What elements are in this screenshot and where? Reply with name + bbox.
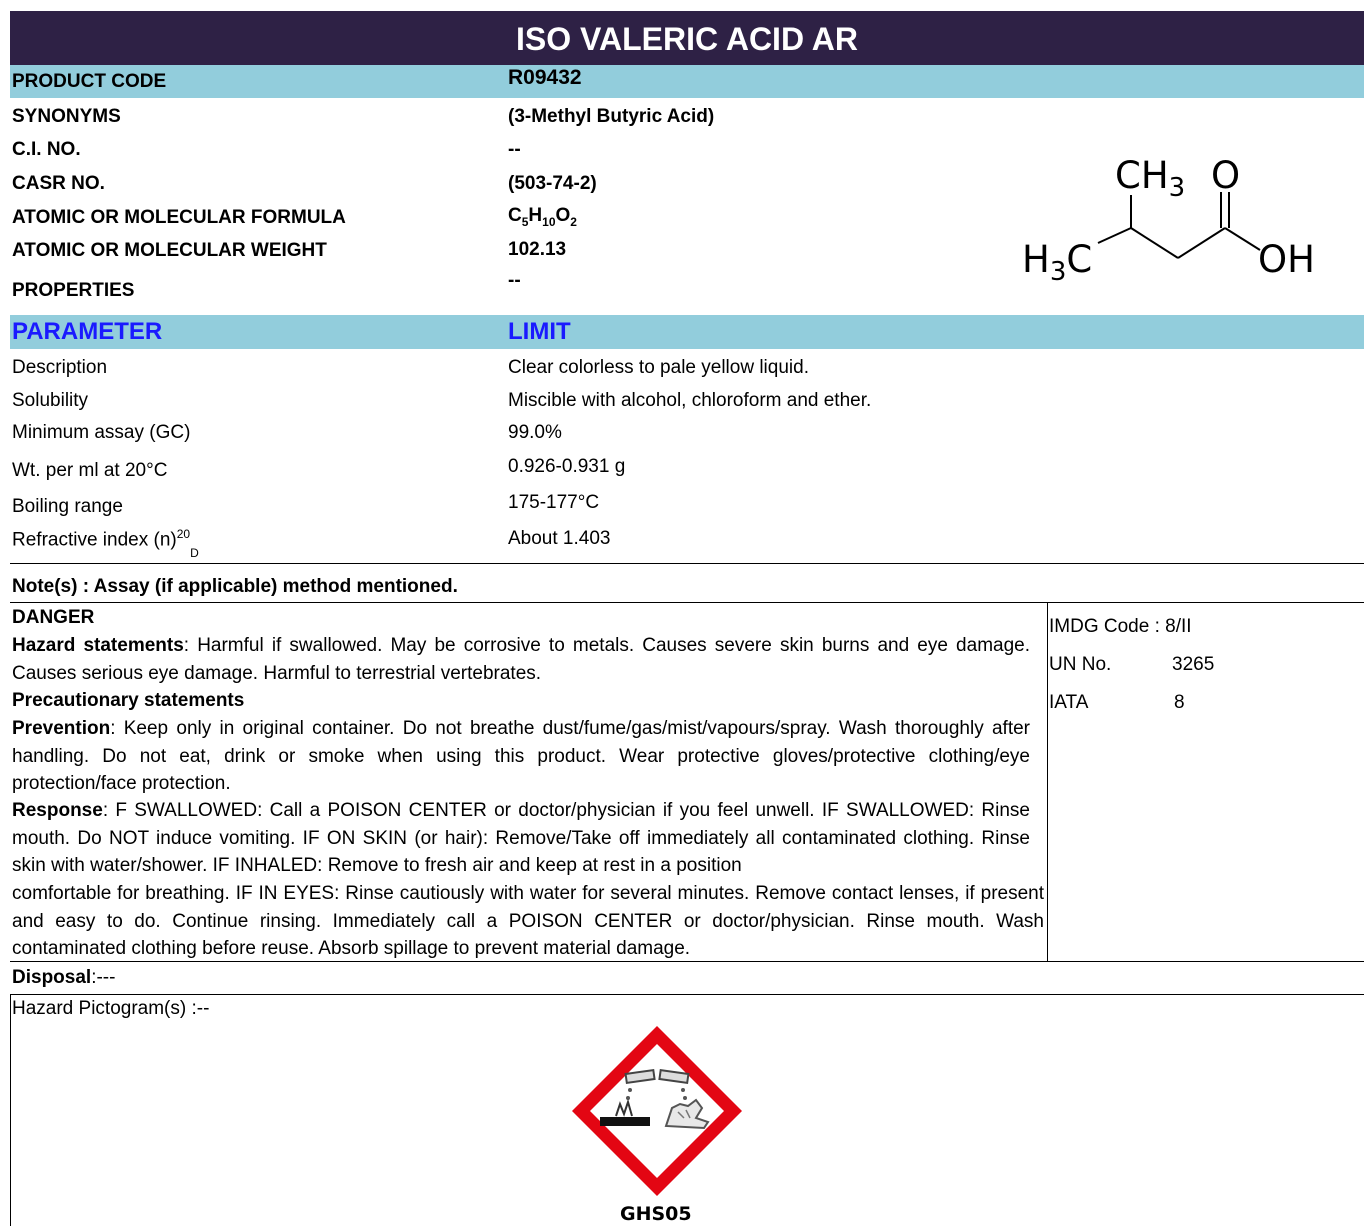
limit-header: LIMIT	[508, 318, 571, 345]
response-label: Response	[12, 800, 103, 821]
bond-5	[1224, 227, 1261, 251]
rule-after-params	[10, 563, 1364, 564]
parameter-header: PARAMETER	[12, 318, 163, 345]
iata-value: 8	[1174, 692, 1185, 713]
imdg-value: 8/II	[1165, 616, 1192, 637]
response-statements-cont: comfortable for breathing. IF IN EYES: R…	[12, 883, 1044, 959]
label-o: O	[1211, 154, 1240, 197]
info-value-weight: 102.13	[508, 239, 567, 260]
transport-divider	[1047, 602, 1048, 961]
info-label-properties: PROPERTIES	[12, 280, 135, 301]
rule-after-disposal	[10, 994, 1364, 995]
product-code-band	[10, 65, 1364, 98]
disposal-label: Disposal	[12, 967, 92, 988]
param-name-boiling: Boiling range	[12, 496, 123, 517]
page-title: ISO VALERIC ACID AR	[10, 11, 1364, 65]
rule-before-disposal	[10, 961, 1364, 962]
info-value-properties: --	[508, 270, 521, 291]
param-name-weight: Wt. per ml at 20°C	[12, 460, 168, 481]
hazard-statements-text: : Harmful if swallowed. May be corrosive…	[12, 635, 1030, 684]
imdg-label: IMDG Code :	[1049, 616, 1160, 637]
param-name-solubility: Solubility	[12, 390, 89, 411]
ghs05-code: GHS05	[620, 1203, 692, 1225]
refractive-label: Refractive index (n)	[12, 529, 177, 551]
danger-label: DANGER	[12, 607, 95, 628]
precautionary-label: Precautionary statements	[12, 690, 245, 711]
prevention-statements: Prevention: Keep only in original contai…	[12, 715, 1030, 798]
info-value-synonyms: (3-Methyl Butyric Acid)	[508, 106, 715, 127]
un-no-value: 3265	[1172, 654, 1215, 675]
param-limit-assay: 99.0%	[508, 422, 562, 443]
ghs05-corrosion-icon	[572, 1026, 742, 1196]
param-limit-solubility: Miscible with alcohol, chloroform and et…	[508, 390, 872, 411]
iata-label: IATA	[1049, 692, 1089, 713]
bond-1	[1097, 227, 1132, 244]
molecular-structure: CH3 O H3C OH	[1022, 154, 1315, 287]
formula-c: C	[508, 205, 522, 226]
bond-3	[1130, 227, 1179, 259]
param-limit-refractive: About 1.403	[508, 528, 611, 549]
info-value-formula: C5H10O2	[508, 205, 577, 229]
un-no-label: UN No.	[1049, 654, 1112, 675]
response-statements: Response: F SWALLOWED: Call a POISON CEN…	[12, 797, 1030, 880]
formula-c-count: 5	[521, 214, 529, 229]
param-name-assay: Minimum assay (GC)	[12, 422, 191, 443]
info-label-formula: ATOMIC OR MOLECULAR FORMULA	[12, 207, 346, 228]
param-limit-boiling: 175-177°C	[508, 492, 600, 513]
refractive-sub: D	[190, 546, 199, 561]
label-ch3: CH3	[1115, 154, 1185, 203]
hazard-pictogram-label: Hazard Pictogram(s) :--	[12, 998, 210, 1019]
formula-o-count: 2	[570, 214, 577, 229]
prevention-text: : Keep only in original container. Do no…	[12, 718, 1030, 794]
info-label-synonyms: SYNONYMS	[12, 106, 121, 127]
parameter-header-band	[10, 315, 1364, 349]
disposal-row: Disposal:---	[12, 967, 115, 989]
info-label-casr-no: CASR NO.	[12, 173, 105, 194]
note-text: Note(s) : Assay (if applicable) method m…	[12, 576, 458, 597]
label-oh: OH	[1258, 238, 1315, 281]
param-limit-weight: 0.926-0.931 g	[508, 456, 626, 477]
imdg-code: IMDG Code : 8/II	[1049, 616, 1192, 638]
left-border	[10, 994, 11, 1226]
info-label-product-code: PRODUCT CODE	[12, 71, 167, 92]
response-text-1: : F SWALLOWED: Call a POISON CENTER or d…	[12, 800, 1030, 876]
formula-h: H	[528, 205, 543, 226]
product-code-band-gap	[422, 98, 1047, 100]
formula-h-count: 10	[542, 214, 556, 229]
param-name-description: Description	[12, 357, 108, 378]
info-value-ci-no: --	[508, 139, 521, 160]
info-label-ci-no: C.I. NO.	[12, 139, 81, 160]
info-value-casr-no: (503-74-2)	[508, 173, 597, 194]
param-name-refractive: Refractive index (n)20D	[12, 527, 199, 560]
hazard-statements-label: Hazard statements	[12, 635, 184, 656]
info-label-weight: ATOMIC OR MOLECULAR WEIGHT	[12, 240, 327, 261]
refractive-sup: 20	[176, 527, 191, 541]
bond-4	[1177, 227, 1226, 259]
hazard-statements: Hazard statements: Harmful if swallowed.…	[12, 632, 1030, 687]
formula-o: O	[555, 205, 571, 226]
param-limit-description: Clear colorless to pale yellow liquid.	[508, 357, 809, 378]
info-value-product-code: R09432	[508, 66, 582, 89]
disposal-value: :---	[91, 967, 116, 988]
prevention-label: Prevention	[12, 718, 111, 739]
rule-after-note	[10, 602, 1364, 603]
label-h3c: H3C	[1022, 238, 1092, 287]
